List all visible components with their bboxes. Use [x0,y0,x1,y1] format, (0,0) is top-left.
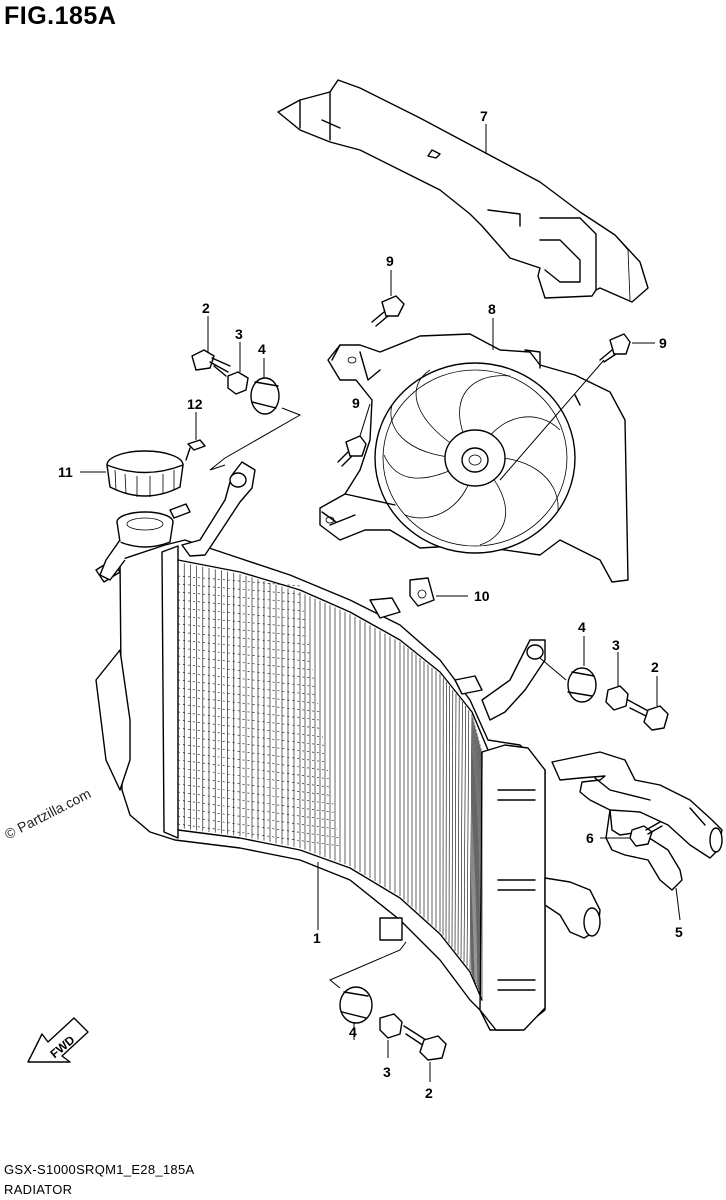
fin-line [478,740,480,990]
fin-crosshatch [177,759,330,780]
fin-crosshatch [177,695,320,713]
fin-line [448,685,450,944]
fin-crosshatch [177,791,335,813]
part-11-radiator-cap [99,450,191,581]
callout-9-top: 9 [386,253,394,269]
fin-line [457,697,460,955]
fin-crosshatch [177,583,302,595]
fin-line [474,729,477,982]
fin-line [476,736,479,987]
callout-6: 6 [586,830,594,846]
fin-crosshatch [177,591,303,604]
fin-line [472,721,475,976]
part-7-bracket [277,79,649,303]
callout-9-right: 9 [659,335,667,351]
forward-direction-arrow: FWD [27,1017,89,1063]
mount-set-upper-left [191,349,302,471]
fin-crosshatch [177,703,321,721]
callout-2-mid: 2 [651,659,659,675]
part-1-radiator [95,539,546,1031]
fin-line [451,689,454,948]
fin-crosshatch [177,687,318,704]
fin-crosshatch [177,751,329,771]
leader-lines [80,124,681,1082]
callout-7: 7 [480,108,488,124]
fin-crosshatch [177,679,317,696]
footer-diagram-code: GSX-S1000SRQM1_E28_185A [4,1162,195,1177]
fin-crosshatch [177,615,307,629]
fin-line [454,693,457,952]
fin-crosshatch [177,719,324,738]
fin-line [470,717,474,973]
fin-line [473,725,476,979]
mount-set-lower [329,941,447,1061]
callout-1: 1 [313,930,321,946]
radiator-outlet-pipe [544,877,601,939]
fin-crosshatch [177,767,331,788]
callout-8: 8 [488,301,496,317]
fin-line [469,713,473,971]
fin-crosshatch [177,623,308,637]
fin-crosshatch [177,711,322,729]
callout-10: 10 [474,588,490,604]
callout-12: 12 [187,396,203,412]
callout-4-upper: 4 [258,341,266,357]
radiator-mount-bracket-left [181,461,256,557]
fin-crosshatch [177,607,306,620]
callout-2-upper: 2 [202,300,210,316]
fin-line [460,701,463,959]
part-10-clip [409,577,435,607]
fin-crosshatch [177,575,301,587]
fin-crosshatch [177,631,309,645]
callout-3-upper: 3 [235,326,243,342]
fin-crosshatch [177,807,338,830]
fin-crosshatch [177,823,340,847]
part-5-hose [551,751,723,891]
figure-title: FIG.185A [4,2,117,30]
part-8-cooling-fan [319,333,629,583]
fin-crosshatch [177,599,304,612]
fin-line [475,732,478,985]
radiator-fins [177,562,483,998]
fin-crosshatch [177,815,339,838]
fin-crosshatch [177,647,312,662]
callout-4-lower: 4 [349,1024,357,1040]
part-9-bolt-left [337,435,367,467]
fin-crosshatch [177,783,334,805]
fin-line [463,705,466,963]
callout-5: 5 [675,924,683,940]
callout-4-mid: 4 [578,619,586,635]
radiator-mount-bracket-right [481,639,546,721]
part-12-screw [185,439,206,461]
fin-crosshatch [177,799,336,822]
fin-crosshatch [177,775,333,796]
fin-crosshatch [177,639,311,654]
fin-crosshatch [177,671,316,687]
callout-3-lower: 3 [383,1064,391,1080]
fin-line [466,709,470,967]
part-9-bolt-right [599,333,631,363]
part-9-bolt-top [371,295,405,327]
callout-3-mid: 3 [612,637,620,653]
callout-2-lower: 2 [425,1085,433,1101]
footer-diagram-name: RADIATOR [4,1182,73,1197]
mount-set-mid-right [539,657,669,731]
callout-11: 11 [58,464,73,480]
callout-9-left: 9 [352,395,360,411]
callout-labels: 7 8 9 9 9 2 3 4 12 11 10 4 3 2 6 5 1 4 3… [58,108,683,1101]
